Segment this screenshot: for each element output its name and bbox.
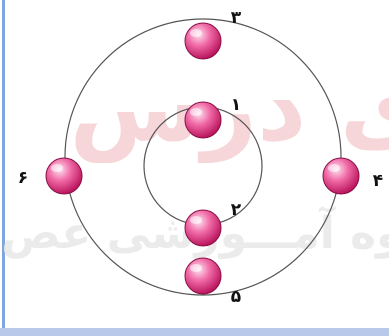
ball-6-label: ۶: [18, 168, 28, 188]
ball-1: [184, 101, 222, 139]
ball-3: [184, 22, 222, 60]
ball-4-label: ۴: [373, 171, 383, 191]
watermark-top-text: ای درس: [69, 51, 389, 163]
ball-5-label: ۵: [231, 287, 241, 307]
ball-1-label: ۱: [231, 95, 241, 115]
bottom-band: [0, 328, 389, 336]
ball-4: [322, 157, 360, 195]
outer-orbit: [64, 18, 342, 296]
ball-2-label: ۲: [231, 200, 242, 220]
left-border-line: [2, 0, 5, 336]
ball-6: [45, 157, 83, 195]
ball-3-label: ۳: [231, 8, 242, 28]
ball-5: [184, 257, 222, 295]
ball-2: [184, 209, 222, 247]
